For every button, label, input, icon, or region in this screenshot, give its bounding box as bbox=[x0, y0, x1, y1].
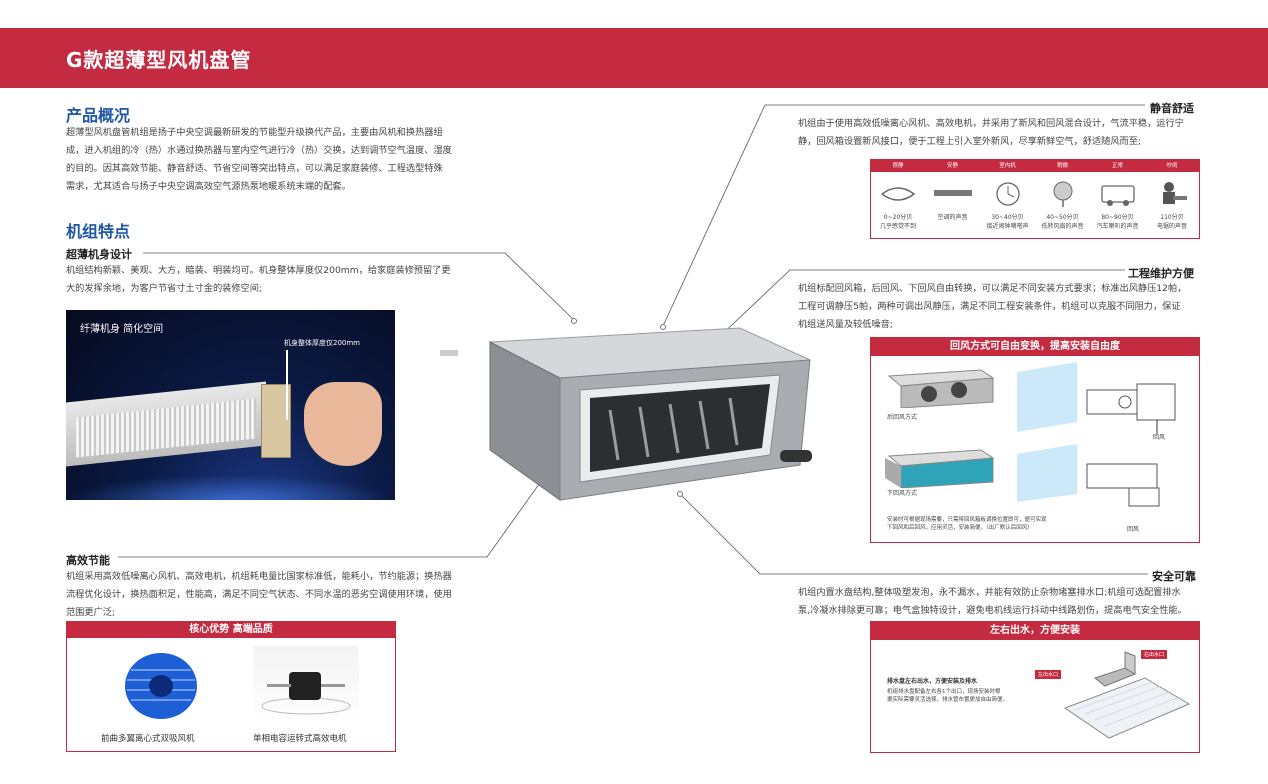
bottom-return-unit-image bbox=[885, 448, 995, 489]
chainsaw-icon bbox=[1163, 182, 1187, 204]
unit-end-panel bbox=[261, 384, 291, 458]
return-air-note: 安装时可根据现场需要，只需将回风箱板调换位置即可，便可实现 下回风和后回风，应用… bbox=[887, 517, 1047, 531]
wind-icon bbox=[881, 187, 916, 201]
bottom-return-diagram bbox=[1017, 444, 1187, 510]
fan-icon bbox=[1053, 181, 1072, 207]
photo-caption: 纤薄机身 简化空间 bbox=[80, 324, 164, 335]
noise-comparison-box: 很静 0~20分贝 几乎感觉不到 安静 空调的声音 室内机 30~40分贝 接近… bbox=[870, 159, 1200, 239]
motor-caption: 单相电容运转式高效电机 bbox=[253, 734, 347, 744]
maintenance-title: 工程维护方便 bbox=[1128, 267, 1194, 280]
return-air-label-2: 回风 bbox=[1127, 526, 1140, 533]
features-title: 机组特点 bbox=[66, 222, 131, 241]
clock-icon bbox=[995, 182, 1020, 206]
indoor-unit-icon bbox=[933, 190, 972, 196]
noise-col-5: 正常 80~90分贝 汽车喇叭的声音 bbox=[1096, 163, 1139, 230]
efficient-title: 高效节能 bbox=[66, 554, 110, 567]
return-air-box: 回风方式可自由变换，提高安装自由度 后回风方式 回风 下回风方式 回风 安装时可… bbox=[870, 337, 1200, 543]
efficient-text: 机组采用高效低噪离心风机、高效电机，机组耗电量比国家标准低，能耗小，节约能源；换… bbox=[66, 571, 452, 618]
safety-text: 机组内置水盘结构,整体吸塑发泡，永不漏水，并能有效防止杂物堵塞排水口;机组可选配… bbox=[798, 587, 1187, 616]
drain-box: 左右出水，方便安装 排水盘左右出水，方便安装及排水 机组排水盘配备左右各1个出口… bbox=[870, 621, 1200, 753]
drain-box-title: 左右出水，方便安装 bbox=[871, 622, 1199, 640]
noise-col-6: 吵闹 110分贝 电锯的声音 bbox=[1156, 163, 1187, 230]
drain-title: 排水盘左右出水，方便安装及排水 bbox=[887, 678, 978, 685]
photo-thickness-label: 机身整体厚度仅200mm bbox=[284, 339, 360, 347]
core-advantage-box: 核心优势 高端品质 前曲多翼离心式双吸风机 单相电容运转式高效电机 bbox=[66, 621, 396, 752]
return-air-title: 回风方式可自由变换，提高安装自由度 bbox=[871, 338, 1199, 356]
return-air-label-1: 回风 bbox=[1153, 434, 1166, 441]
fan-caption: 前曲多翼离心式双吸风机 bbox=[101, 734, 195, 744]
bottom-return-label: 下回风方式 bbox=[887, 490, 918, 497]
noise-header-row bbox=[871, 160, 1199, 172]
left-outlet-tag: 左出水口 bbox=[1035, 670, 1062, 679]
hand-shape bbox=[304, 382, 382, 466]
thin-body-photo: 纤薄机身 简化空间 机身整体厚度仅200mm bbox=[66, 310, 395, 500]
thin-design-title: 超薄机身设计 bbox=[66, 248, 132, 261]
photo-glow bbox=[66, 475, 395, 500]
safety-title: 安全可靠 bbox=[1152, 570, 1196, 583]
quiet-text: 机组由于使用高效低噪离心风机、高效电机，并采用了新风和回风混合设计，气流平稳，运… bbox=[798, 118, 1184, 147]
centrifugal-fan-image bbox=[121, 650, 201, 722]
rear-return-label: 后回风方式 bbox=[887, 414, 918, 421]
drain-text: 机组排水盘配备左右各1个出口，现场安装时根 据实际需要灵活选择，排水管布置更加自… bbox=[887, 689, 1009, 703]
rear-return-unit-image bbox=[885, 368, 995, 409]
noise-col-3: 室内机 30~40分贝 接近闹钟嘀嗒声 bbox=[986, 163, 1029, 230]
bus-icon bbox=[1100, 185, 1135, 206]
overview-text: 超薄型风机盘管机组是扬子中央空调最新研发的节能型升级换代产品，主要由风机和换热器… bbox=[66, 127, 452, 192]
page-title: G款超薄型风机盘管 bbox=[66, 48, 252, 72]
quiet-title: 静音舒适 bbox=[1150, 102, 1194, 115]
noise-col-2: 安静 空调的声音 bbox=[925, 160, 980, 224]
noise-col-4: 稍微 40~50分贝 低转风扇的声音 bbox=[1041, 163, 1084, 230]
fan-coil-unit-image bbox=[440, 320, 830, 505]
rear-return-diagram bbox=[1017, 362, 1187, 440]
maintenance-text: 机组标配回风箱，后回风、下回风自由转换，可以满足不同安装方式要求；标准出风静压1… bbox=[798, 283, 1187, 330]
right-outlet-tag: 右出水口 bbox=[1141, 650, 1168, 659]
core-advantage-title: 核心优势 高端品质 bbox=[67, 622, 395, 638]
noise-col-1: 很静 0~20分贝 几乎感觉不到 bbox=[879, 163, 916, 230]
thin-design-text: 机组结构新颖、美观、大方，暗装、明装均可。机身整体厚度仅200mm，给家庭装修预… bbox=[66, 265, 451, 294]
ruler-line bbox=[286, 350, 288, 420]
drain-pan-image bbox=[1055, 648, 1191, 748]
motor-image bbox=[253, 646, 359, 724]
header-bar bbox=[0, 28, 1268, 88]
overview-title: 产品概况 bbox=[66, 106, 131, 125]
